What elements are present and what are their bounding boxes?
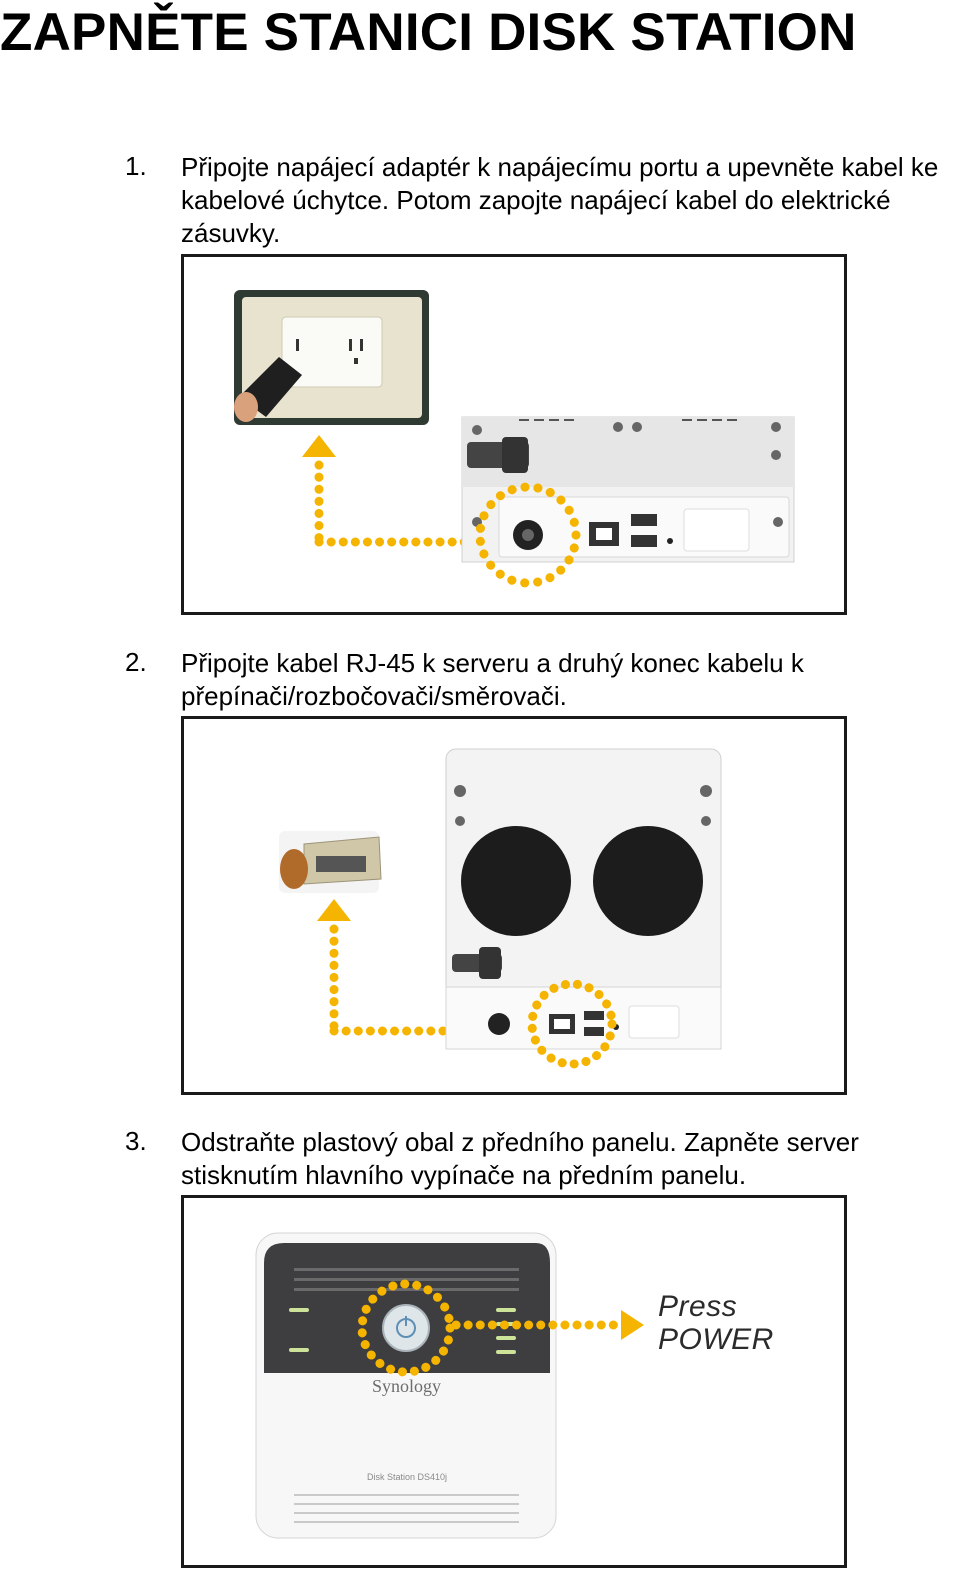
arrow-to-label (451, 1310, 644, 1340)
device-model-label: Disk Station DS410j (367, 1472, 447, 1482)
device-rear-full (445, 748, 722, 1050)
lan-port-highlight (527, 979, 617, 1069)
wall-outlet-photo (234, 290, 429, 425)
power-connection-illustration (234, 290, 795, 588)
page-title: ZAPNĚTE STANICI DISK STATION (0, 3, 857, 62)
step-3-number: 3. (125, 1126, 147, 1156)
figure-network-connection (181, 716, 847, 1095)
synology-logo: Synology (372, 1376, 441, 1396)
step-1-text: Připojte napájecí adaptér k napájecímu p… (181, 152, 939, 248)
step-2-text: Připojte kabel RJ-45 k serveru a druhý k… (181, 648, 804, 711)
step-1-number: 1. (125, 151, 147, 181)
power-port-highlight (475, 482, 581, 588)
power-button-highlight (357, 1279, 455, 1377)
switch-photo (279, 831, 382, 893)
press-label-line2: POWER (658, 1323, 774, 1356)
step-3-text: Odstraňte plastový obal z předního panel… (181, 1127, 859, 1190)
step-2-number: 2. (125, 647, 147, 677)
device-front: Synology Disk Station DS410j (255, 1232, 557, 1539)
figure-power-button: Synology Disk Station DS410j Press POWER (181, 1195, 847, 1568)
press-label-line1: Press (658, 1290, 737, 1323)
arrow-to-outlet (302, 435, 489, 547)
figure-power-connection (181, 254, 847, 615)
device-rear-panel (461, 416, 795, 563)
network-connection-illustration (279, 748, 722, 1069)
power-button-illustration: Synology Disk Station DS410j Press POWER (255, 1232, 774, 1539)
